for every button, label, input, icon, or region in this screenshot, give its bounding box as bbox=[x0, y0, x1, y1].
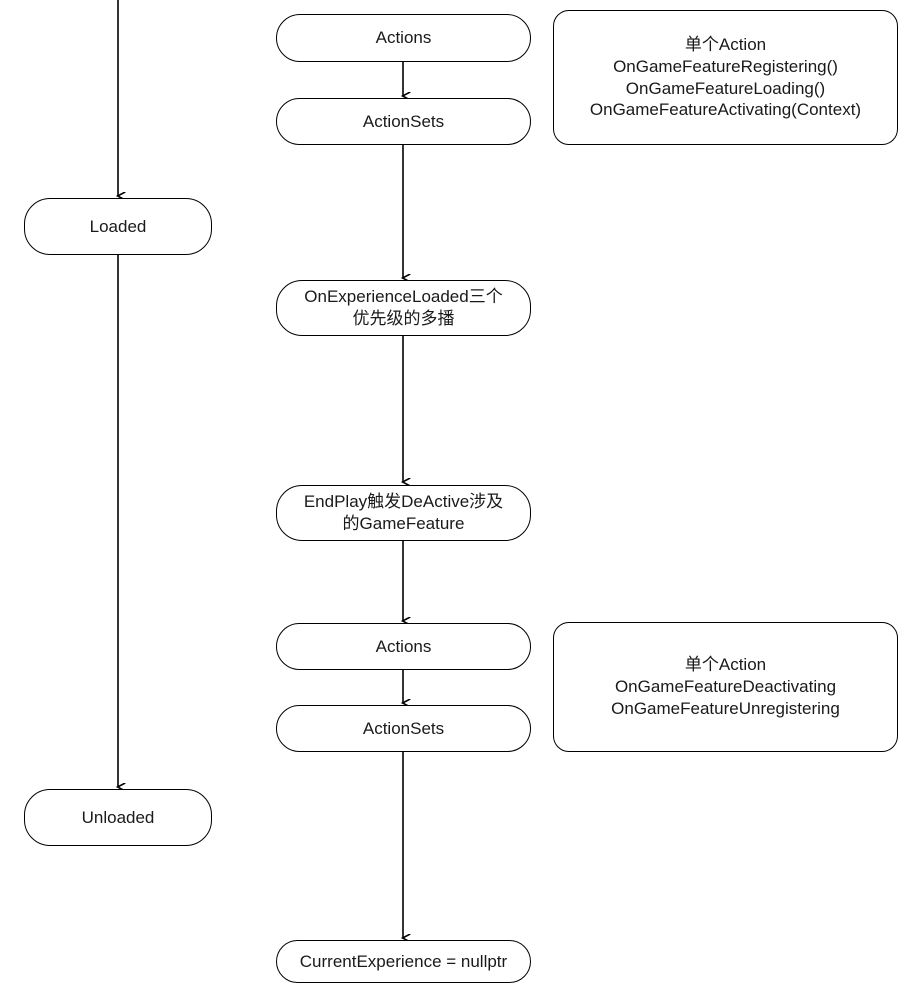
node-actionsets-bottom[interactable]: ActionSets bbox=[276, 705, 531, 752]
note-deactivating-line-3: OnGameFeatureUnregistering bbox=[611, 698, 840, 718]
note-activating-line-4: OnGameFeatureActivating(Context) bbox=[589, 100, 862, 120]
note-activating-line-3: OnGameFeatureLoading() bbox=[625, 78, 826, 98]
node-actions-top[interactable]: Actions bbox=[276, 14, 531, 62]
note-deactivating[interactable]: 单个Action OnGameFeatureDeactivating OnGam… bbox=[553, 622, 898, 752]
node-loaded[interactable]: Loaded bbox=[24, 198, 212, 255]
node-unloaded[interactable]: Unloaded bbox=[24, 789, 212, 846]
node-actionsets-top[interactable]: ActionSets bbox=[276, 98, 531, 145]
node-onexperienceloaded[interactable]: OnExperienceLoaded三个 优先级的多播 bbox=[276, 280, 531, 336]
node-actions-bottom[interactable]: Actions bbox=[276, 623, 531, 670]
note-activating-line-2: OnGameFeatureRegistering() bbox=[613, 56, 838, 76]
note-activating-line-1: 单个Action bbox=[684, 35, 767, 54]
node-endplay-deactive[interactable]: EndPlay触发DeActive涉及 的GameFeature bbox=[276, 485, 531, 541]
node-current-experience[interactable]: CurrentExperience = nullptr bbox=[276, 940, 531, 983]
note-activating[interactable]: 单个Action OnGameFeatureRegistering() OnGa… bbox=[553, 10, 898, 145]
note-deactivating-line-1: 单个Action bbox=[684, 655, 767, 675]
note-deactivating-line-2: OnGameFeatureDeactivating bbox=[614, 677, 837, 697]
